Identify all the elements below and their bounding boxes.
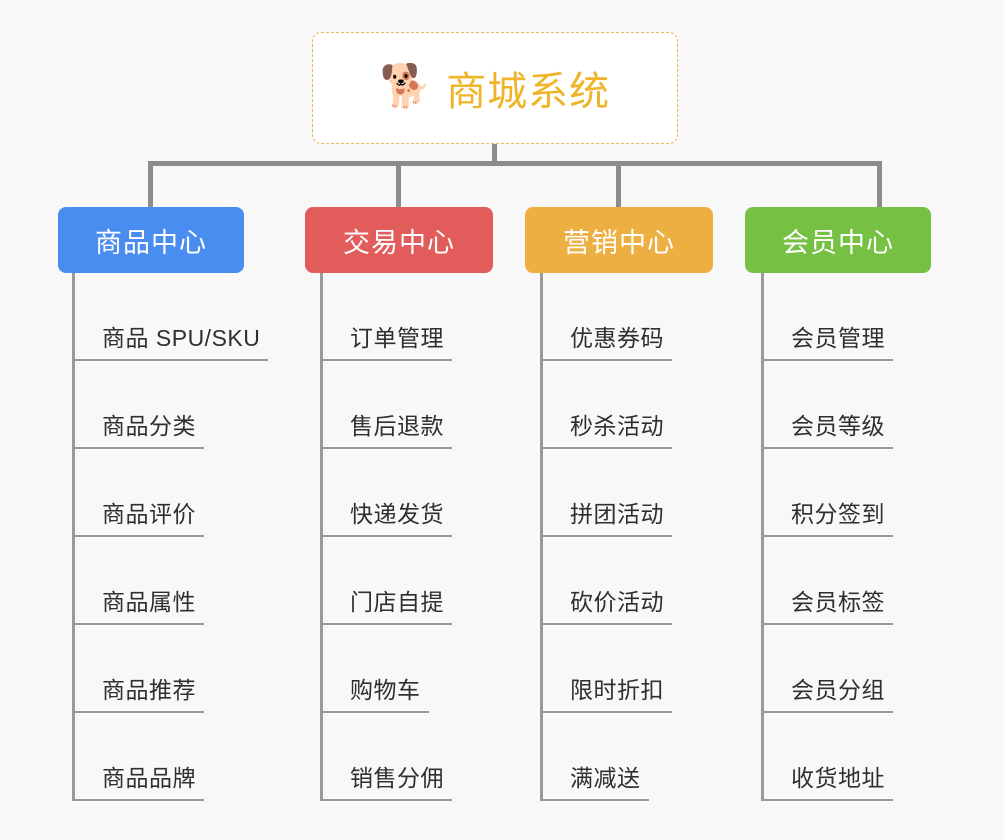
leaf-label: 收货地址 [791,765,885,791]
leaf-label: 拼团活动 [570,501,664,527]
leaf-label: 商品品牌 [102,765,196,791]
connector-drop-2 [396,161,401,207]
category-label: 交易中心 [343,227,455,258]
root-title: 商城系统 [446,70,611,114]
root-node[interactable]: 🐕 商城系统 [312,32,678,144]
leaf-label: 快递发货 [350,501,444,527]
category-label: 商品中心 [95,227,207,258]
category-column-marketing: 营销中心 [525,207,713,273]
category-column-trade: 交易中心 [305,207,493,273]
shiba-dog-emoji-icon: 🐕 [379,62,433,109]
connector-drop-3 [616,161,621,207]
leaf-label: 商品分类 [102,413,196,439]
leaf-label: 限时折扣 [570,677,664,703]
category-label: 会员中心 [782,227,894,258]
leaf-label: 优惠券码 [570,325,664,351]
leaf-label: 订单管理 [350,325,444,351]
category-label: 营销中心 [563,227,675,258]
leaf-label: 满减送 [570,765,641,791]
connector-root-stem [492,144,497,166]
connector-drop-1 [148,161,153,207]
leaf-label: 商品属性 [102,589,196,615]
category-column-product: 商品中心 [58,207,244,273]
leaf-label: 售后退款 [350,413,444,439]
category-header-product[interactable]: 商品中心 [58,207,244,273]
category-column-member: 会员中心 [745,207,931,273]
leaf-label: 积分签到 [791,501,885,527]
leaf-label: 购物车 [350,677,421,703]
leaf-label: 会员分组 [791,677,885,703]
leaf-label: 会员等级 [791,413,885,439]
leaf-label: 会员管理 [791,325,885,351]
connector-drop-4 [877,161,882,207]
leaf-label: 销售分佣 [350,765,444,791]
connector-horizontal-bus [148,161,882,166]
leaf-label: 商品 SPU/SKU [102,325,261,351]
category-header-marketing[interactable]: 营销中心 [525,207,713,273]
leaf-label: 商品推荐 [102,677,196,703]
leaf-label: 砍价活动 [570,589,664,615]
leaf-label: 秒杀活动 [570,413,664,439]
category-header-member[interactable]: 会员中心 [745,207,931,273]
leaf-label: 商品评价 [102,501,196,527]
category-header-trade[interactable]: 交易中心 [305,207,493,273]
leaf-label: 门店自提 [350,589,444,615]
leaf-label: 会员标签 [791,589,885,615]
